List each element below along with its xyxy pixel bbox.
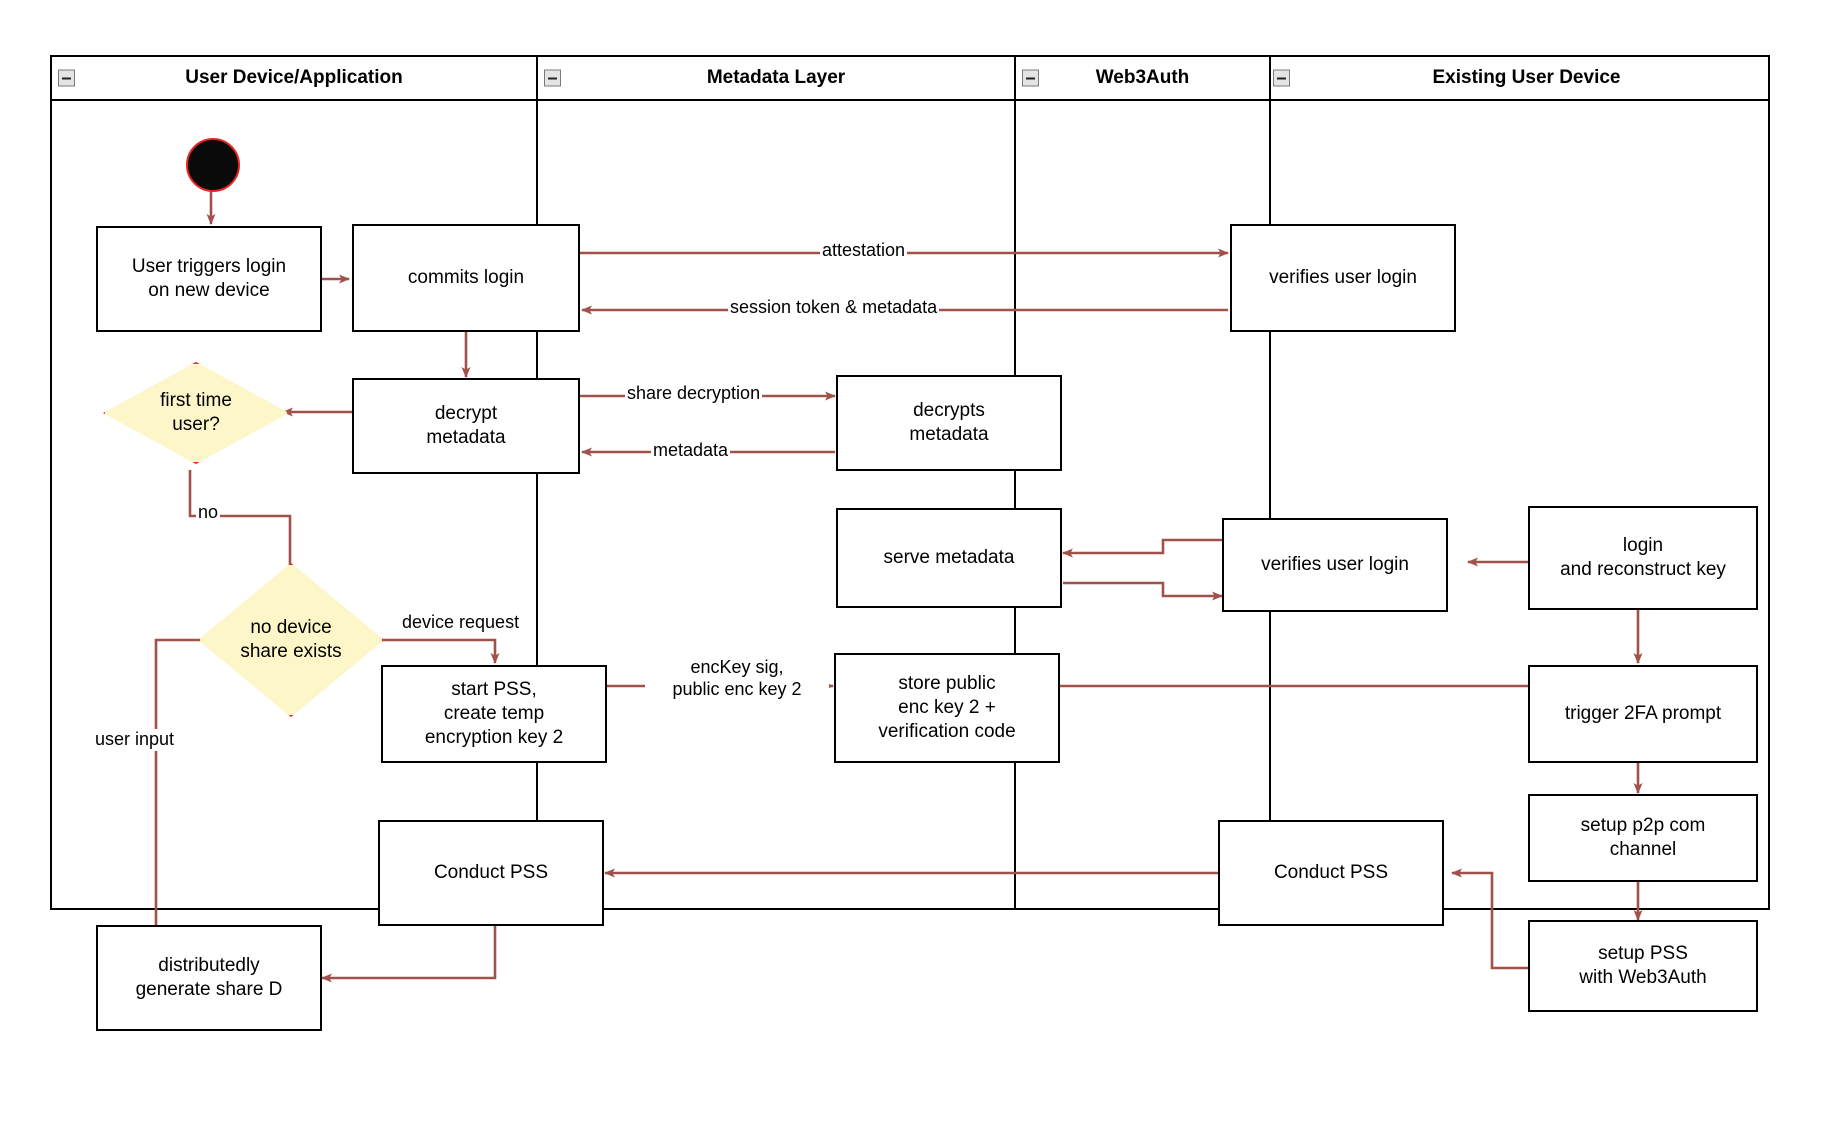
lane-body-user-device	[52, 101, 538, 908]
node-decrypt-metadata[interactable]: decrypt metadata	[352, 378, 580, 474]
lane-header-user-device[interactable]: User Device/Application	[52, 57, 538, 101]
node-serve-metadata[interactable]: serve metadata	[836, 508, 1062, 608]
start-node	[186, 138, 240, 192]
node-conduct-pss-user[interactable]: Conduct PSS	[378, 820, 604, 926]
node-first-time-user[interactable]: first time user?	[103, 362, 289, 464]
node-login-reconstruct-key[interactable]: login and reconstruct key	[1528, 506, 1758, 610]
collapse-icon[interactable]	[544, 69, 561, 87]
node-conduct-pss-web3auth[interactable]: Conduct PSS	[1218, 820, 1444, 926]
node-commits-login[interactable]: commits login	[352, 224, 580, 332]
collapse-icon[interactable]	[58, 69, 75, 87]
lane-title: Existing User Device	[1432, 67, 1621, 88]
edge-label-user-input: user input	[93, 729, 177, 751]
lane-body-metadata-layer	[538, 101, 1016, 908]
node-setup-pss-with-web3auth[interactable]: setup PSS with Web3Auth	[1528, 920, 1758, 1012]
node-start-pss[interactable]: start PSS, create temp encryption key 2	[381, 665, 607, 763]
lane-title: User Device/Application	[185, 67, 403, 88]
lane-header-metadata-layer[interactable]: Metadata Layer	[538, 57, 1016, 101]
swimlane-frame	[50, 55, 1770, 910]
edge-label-session-token: session token & metadata	[728, 297, 940, 319]
edge-label-share-decryption: share decryption	[625, 383, 763, 405]
node-user-triggers-login[interactable]: User triggers login on new device	[96, 226, 322, 332]
edge-label-enckey-sig: encKey sig, public enc key 2	[645, 657, 829, 701]
edge-label-device-request: device request	[400, 612, 522, 634]
node-no-device-share-exists[interactable]: no device share exists	[198, 563, 384, 717]
node-trigger-2fa-prompt[interactable]: trigger 2FA prompt	[1528, 665, 1758, 763]
edge-label-attestation: attestation	[820, 240, 908, 262]
lane-title: Metadata Layer	[706, 67, 846, 88]
node-verifies-user-login-1[interactable]: verifies user login	[1230, 224, 1456, 332]
node-store-public-key[interactable]: store public enc key 2 + verification co…	[834, 653, 1060, 763]
node-generate-share-d[interactable]: distributedly generate share D	[96, 925, 322, 1031]
collapse-icon[interactable]	[1273, 69, 1290, 87]
lane-title: Web3Auth	[1095, 67, 1190, 88]
node-label: first time user?	[160, 390, 232, 435]
node-decrypts-metadata[interactable]: decrypts metadata	[836, 375, 1062, 471]
node-verifies-user-login-2[interactable]: verifies user login	[1222, 518, 1448, 612]
edge-label-metadata: metadata	[651, 440, 731, 462]
node-setup-p2p-channel[interactable]: setup p2p com channel	[1528, 794, 1758, 882]
edge-label-no: no	[196, 502, 221, 524]
lane-header-existing-user-device[interactable]: Existing User Device	[1271, 57, 1768, 101]
lane-header-web3auth[interactable]: Web3Auth	[1016, 57, 1271, 101]
collapse-icon[interactable]	[1022, 69, 1039, 87]
lane-body-web3auth	[1016, 101, 1271, 908]
node-label: no device share exists	[240, 617, 342, 662]
lane-body-existing-user-device	[1271, 101, 1768, 908]
